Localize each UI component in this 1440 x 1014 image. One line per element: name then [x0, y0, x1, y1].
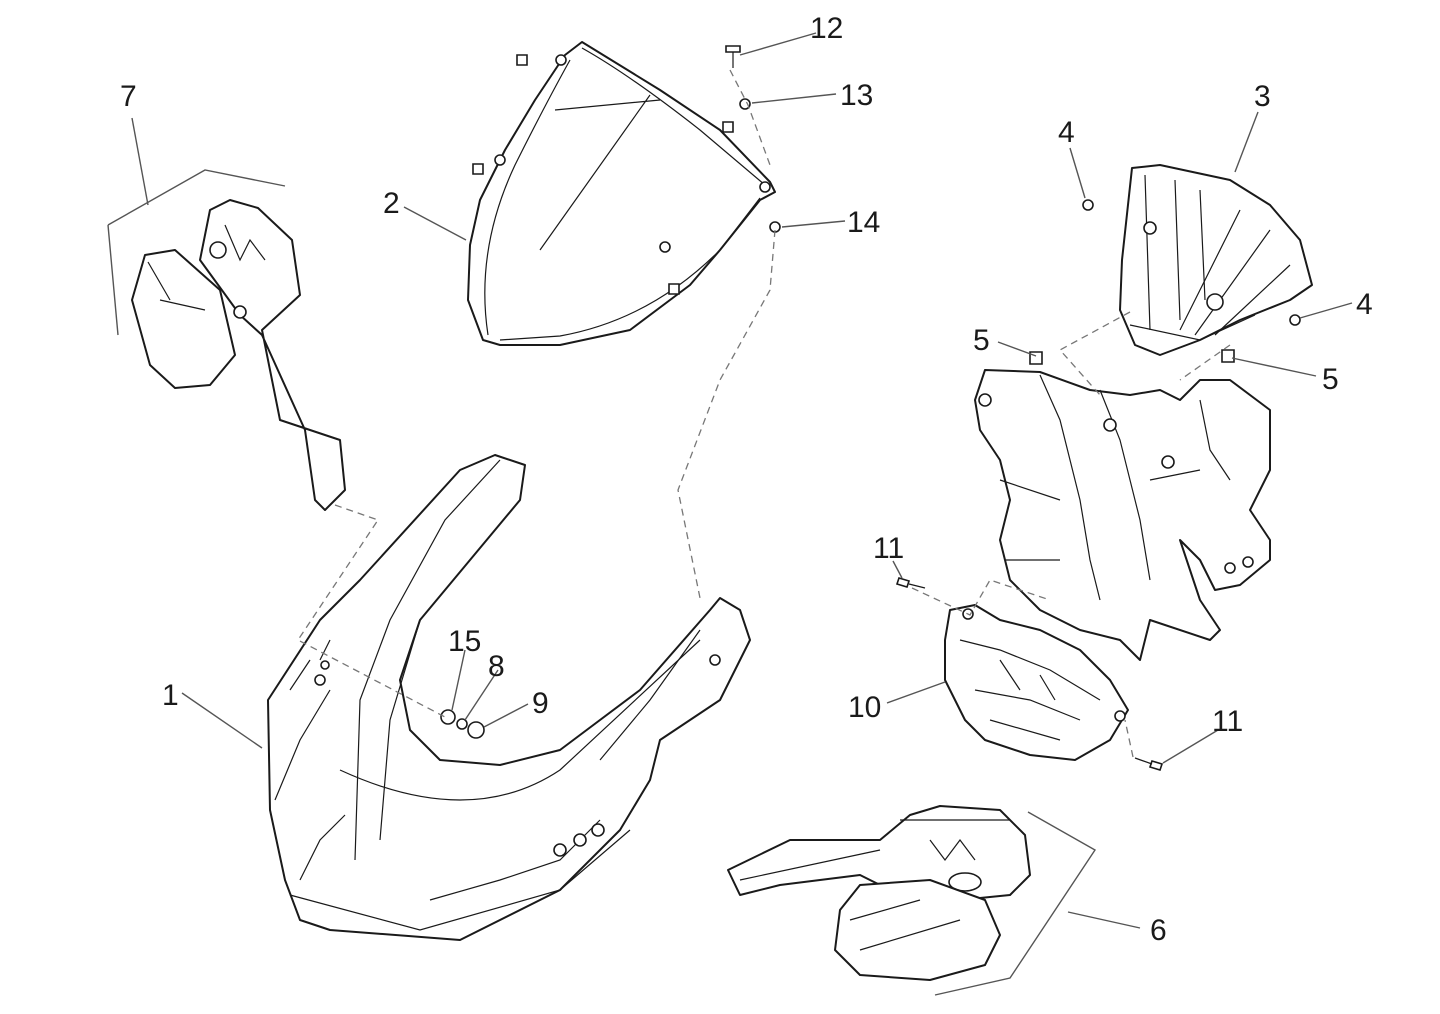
windscreen[interactable] [467, 41, 776, 346]
callout-8: 8 [488, 650, 505, 683]
right-mirror[interactable] [727, 805, 1031, 981]
instrument-screws[interactable] [895, 577, 1164, 771]
callout-6: 6 [1150, 914, 1167, 947]
callout-7: 7 [120, 80, 137, 113]
callout-10: 10 [848, 691, 881, 724]
left-mirror[interactable] [131, 199, 346, 511]
callout-9: 9 [532, 687, 549, 720]
callout-15: 15 [448, 625, 481, 658]
headlight-cover[interactable] [1119, 164, 1313, 356]
callout-2: 2 [383, 187, 400, 220]
callout-4b: 4 [1356, 288, 1373, 321]
callout-11b: 11 [1212, 705, 1243, 738]
callout-5a: 5 [973, 324, 990, 357]
callout-14: 14 [847, 206, 880, 239]
instrument-support[interactable] [944, 604, 1129, 761]
callout-5b: 5 [1322, 363, 1339, 396]
windscreen-hardware[interactable] [725, 45, 781, 233]
fairing-bracket[interactable] [974, 369, 1271, 661]
callout-12: 12 [810, 12, 843, 45]
front-fairing[interactable] [267, 454, 751, 941]
callout-3: 3 [1254, 80, 1271, 113]
callout-1: 1 [162, 679, 179, 712]
callout-11a: 11 [873, 532, 904, 565]
callout-4a: 4 [1058, 116, 1075, 149]
callout-13: 13 [840, 79, 873, 112]
callout-labels: 1 2 3 4 4 5 5 6 7 8 9 10 11 11 12 13 14 … [120, 12, 1373, 947]
cover-hardware[interactable] [1029, 199, 1301, 365]
fairing-fasteners[interactable] [440, 709, 485, 739]
